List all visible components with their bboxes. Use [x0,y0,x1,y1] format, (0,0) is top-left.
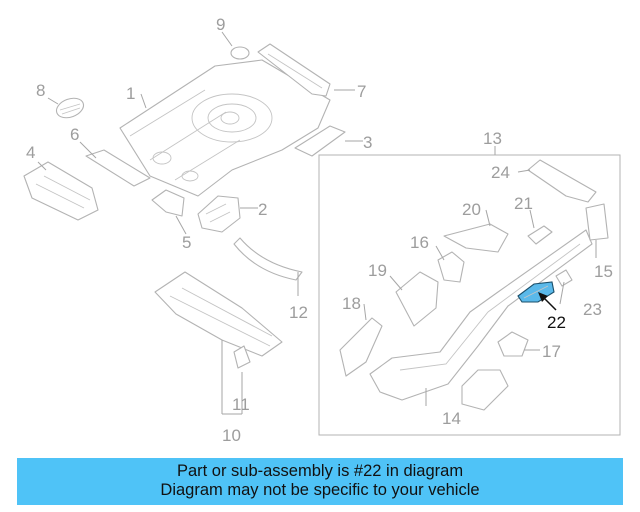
part-7-rear-panel-rail [257,43,331,97]
callout-18: 18 [342,294,361,313]
part-9-plug [230,46,250,60]
part-5-bracket [151,189,185,217]
part-18-extension [339,317,383,377]
callout-14: 14 [442,409,461,428]
callout-17: 17 [542,342,561,361]
callout-5: 5 [182,233,191,252]
callout-23: 23 [583,300,602,319]
callout-7: 7 [357,82,366,101]
callout-15: 15 [594,262,613,281]
part-1-rear-floor-pan [119,59,331,197]
callout-1: 1 [126,84,135,103]
callout-4: 4 [26,143,35,162]
part-3-crossmember [294,125,346,157]
part-14-rear-side-member [369,229,593,401]
callout-20: 20 [462,200,481,219]
callout-3: 3 [363,133,372,152]
part-6-reinforcement [85,149,151,187]
part-15-end-panel [585,203,609,241]
callout-6: 6 [70,125,79,144]
callout-9: 9 [216,15,225,34]
part-2-bracket [197,195,241,233]
part-17-bracket [497,331,529,357]
part-11-bracket [233,345,251,369]
caption-line-disclaimer: Diagram may not be specific to your vehi… [160,481,480,499]
part-16-bracket [437,251,465,283]
caption-line-part-number: Part or sub-assembly is #22 in diagram [176,462,464,480]
callout-8: 8 [36,81,45,100]
callout-22: 22 [547,313,566,332]
part-20-member [443,223,509,253]
callout-12: 12 [289,303,308,322]
part-23-clip [555,269,573,287]
part-4-side-member [23,161,99,221]
part-24-rail [527,159,597,203]
callout-2: 2 [258,200,267,219]
callout-16: 16 [410,233,429,252]
parts-diagram: 1 2 3 4 5 6 7 8 9 10 11 12 13 14 15 16 1… [23,15,621,445]
callout-11: 11 [232,395,250,414]
callout-24: 24 [491,163,510,182]
part-19-gusset [395,271,439,327]
callout-19: 19 [368,261,387,280]
part-8-cover [55,97,85,119]
sub-assembly-box [318,154,621,436]
part-tank-guard [461,369,509,411]
callout-10: 10 [222,426,241,445]
callout-13: 13 [483,129,502,148]
part-10-floor-assembly [154,271,283,357]
caption-banner: Part or sub-assembly is #22 in diagram D… [17,458,623,505]
callout-21: 21 [514,194,533,213]
part-21-bracket [527,225,553,245]
part-12-rail-strip [233,237,303,281]
